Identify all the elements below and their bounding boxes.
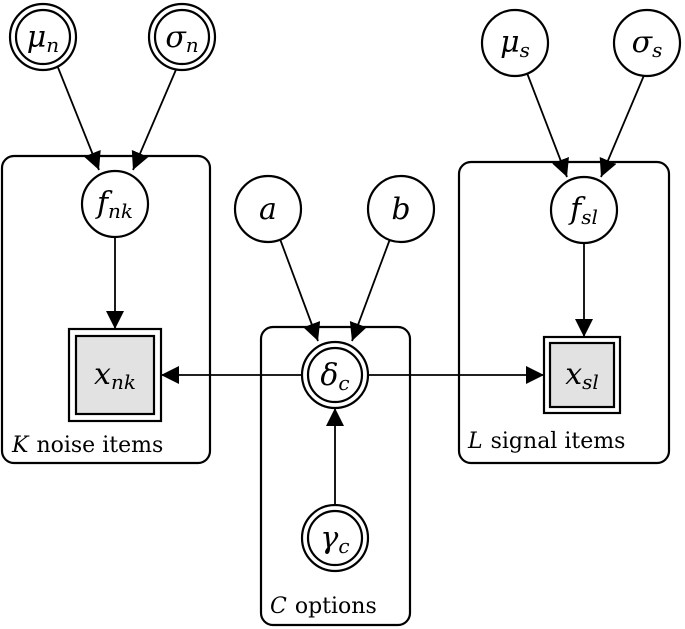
svg-text:a: a bbox=[259, 192, 277, 227]
svg-text:μs: μs bbox=[500, 25, 530, 62]
svg-text:μn: μn bbox=[27, 20, 59, 57]
node-a: a bbox=[233, 174, 303, 244]
edge-mu_n-f_nk bbox=[56, 64, 101, 171]
svg-text:xnk: xnk bbox=[94, 357, 136, 394]
node-mu-s: μs bbox=[480, 8, 550, 78]
svg-text:σs: σs bbox=[632, 25, 663, 62]
node-sigma-s: σs bbox=[612, 8, 682, 78]
svg-text:b: b bbox=[391, 192, 410, 227]
node-x-nk: xnk bbox=[67, 327, 163, 423]
node-sigma-n: σn bbox=[147, 2, 217, 72]
node-f-sl: fsl bbox=[549, 175, 619, 245]
edge-sigma_s-f_sl bbox=[599, 72, 646, 178]
node-b: b bbox=[366, 174, 436, 244]
edge-mu_s-f_sl bbox=[526, 72, 569, 178]
node-mu-n: μn bbox=[8, 2, 78, 72]
plate-noise-items bbox=[0, 154, 212, 465]
node-f-nk: fnk bbox=[80, 169, 150, 239]
svg-text:γc: γc bbox=[320, 521, 349, 558]
edge-sigma_n-f_nk bbox=[131, 64, 179, 171]
node-x-sl: xsl bbox=[542, 335, 622, 415]
svg-text:xsl: xsl bbox=[565, 357, 599, 394]
edge-a-delta_c bbox=[279, 238, 321, 342]
node-delta-c: δc bbox=[300, 340, 370, 410]
plate-options bbox=[259, 325, 412, 627]
edge-b-delta_c bbox=[349, 238, 391, 342]
svg-text:σn: σn bbox=[165, 20, 198, 57]
node-gamma-c: γc bbox=[300, 503, 370, 573]
svg-text:δc: δc bbox=[320, 358, 349, 395]
